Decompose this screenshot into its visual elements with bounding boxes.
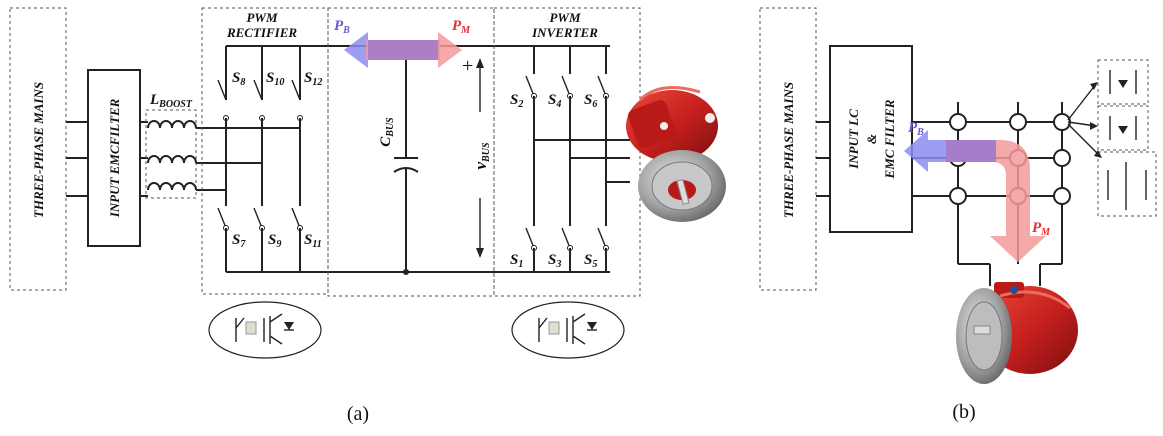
switch-label-s10: S10 [266,70,284,88]
pb-label-b: PB [908,120,924,138]
motor-b [956,282,1078,384]
v-bus-arrow [476,58,484,258]
pm-label-a: PM [452,18,471,36]
input-emc-filter-box [87,69,141,247]
power-flow-arrows-a [344,32,462,68]
rectifier-box [201,7,329,295]
caption-a: (a) [347,403,369,425]
switch-detail-boxes [1067,59,1157,217]
switch-label-s9: S9 [268,232,281,250]
switch-label-s8: S8 [232,70,245,88]
switch-label-s12: S12 [304,70,322,88]
inverter-switches [525,46,630,272]
filter-line-1: INPUT LC [846,109,861,170]
switch-label-s1: S1 [510,252,523,270]
rectifier-title-1: PWM [246,10,278,25]
inverter-title-1: PWM [549,10,581,25]
plus-sign: + [462,55,473,77]
bus-capacitor [393,43,419,275]
v-bus-label: vBUS [471,142,492,169]
switch-label-s7: S7 [232,232,246,250]
rectifier-title-2: RECTIFIER [226,25,297,40]
pm-arrow-b [946,140,1046,262]
power-flow-arrows-b [904,130,1046,262]
switch-label-s3: S3 [548,252,561,270]
boost-inductors [145,109,197,199]
pm-label-b: PM [1032,220,1051,238]
mains-box-b [759,7,817,291]
switch-legend-a2 [511,301,625,359]
matrix-switch-grid [912,102,1071,286]
switch-label-s5: S5 [584,252,597,270]
filter-line-3: EMC FILTER [882,99,897,179]
dc-link-box [327,7,495,297]
switch-label-s2: S2 [510,92,523,110]
mains-box-a [9,7,67,291]
switch-label-s4: S4 [548,92,561,110]
mains-label-b: THREE-PHASE MAINS [781,82,796,218]
switch-legend-a1 [208,301,322,359]
lc-emc-filter-box [829,45,913,233]
inverter-title-2: INVERTER [531,25,598,40]
inverter-box [493,7,641,297]
rectifier-switches [217,46,303,272]
input-emc-filter-label: INPUT EMCFILTER [107,98,122,218]
motor-a [626,86,726,222]
panel-a: THREE-PHASE MAINS INPUT EMCFILTER LBOOST… [9,7,726,425]
filter-line-2: & [864,134,879,144]
panel-b: THREE-PHASE MAINS INPUT LC & EMC FILTER [759,7,1157,423]
c-bus-label: CBUS [378,117,396,147]
pb-label-a: PB [334,18,350,36]
switch-label-s6: S6 [584,92,597,110]
l-boost-label: LBOOST [149,92,193,110]
switch-label-s11: S11 [304,232,322,250]
caption-b: (b) [952,401,975,423]
mains-label-a: THREE-PHASE MAINS [31,82,46,218]
